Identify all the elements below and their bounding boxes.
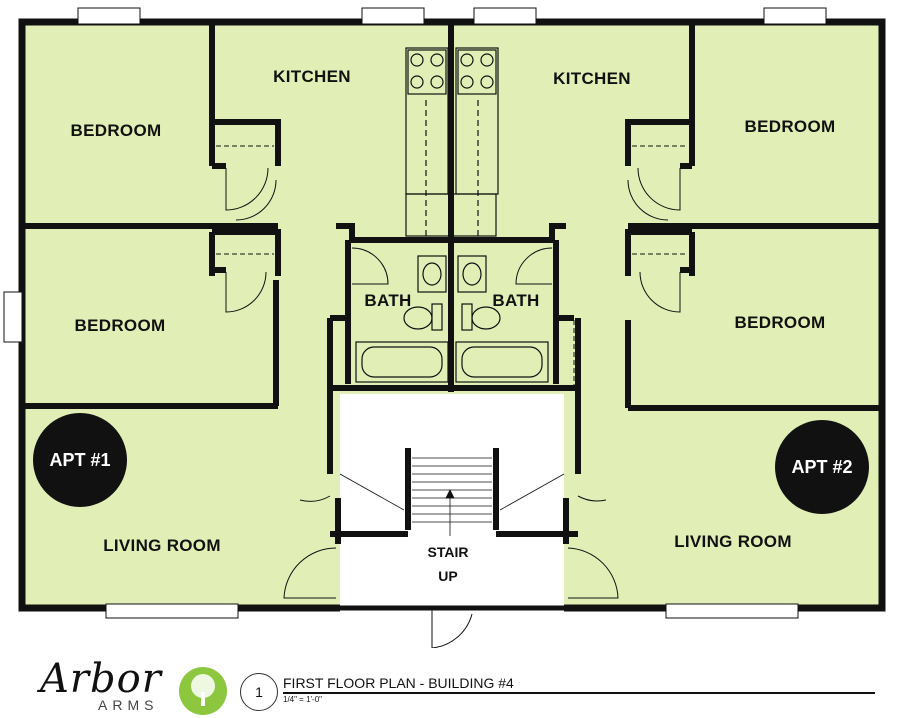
brand-logo-text: Arbor [40,656,162,702]
stoves [407,49,497,95]
doors [216,145,688,648]
sheet-number: 1 [240,673,278,711]
stair-hall [340,394,564,608]
brand-logo-subtext: ARMS [98,697,159,713]
label-living-2: LIVING ROOM [674,532,792,551]
room-labels: KITCHEN KITCHEN BEDROOM BEDROOM BEDROOM … [49,67,852,584]
label-stair-up: UP [438,568,457,584]
bath-fixtures [355,255,549,383]
label-kitchen-1: KITCHEN [273,67,351,86]
label-bath-1: BATH [364,291,411,310]
label-apt-1: APT #1 [49,450,110,470]
label-apt-2: APT #2 [791,457,852,477]
windows [3,7,827,619]
interior-walls-apt2 [625,22,882,411]
sheet-title: FIRST FLOOR PLAN - BUILDING #4 [283,675,514,691]
apt-2-badge [775,420,869,514]
tree-logo-icon [179,667,227,715]
label-living-1: LIVING ROOM [103,536,221,555]
title-rule [283,692,875,694]
apartment-badges [33,413,869,514]
floor-plan: KITCHEN KITCHEN BEDROOM BEDROOM BEDROOM … [3,7,886,648]
interior-walls-apt1 [19,22,281,608]
label-bedroom-1a: BEDROOM [71,121,162,140]
label-kitchen-2: KITCHEN [553,69,631,88]
label-bedroom-2a: BEDROOM [745,117,836,136]
label-bedroom-2b: BEDROOM [735,313,826,332]
apt-1-badge [33,413,127,507]
label-bath-2: BATH [492,291,539,310]
stair-treads [339,457,565,611]
label-bedroom-1b: BEDROOM [75,316,166,335]
kitchen-counters [405,47,499,237]
room-fills [22,22,882,608]
label-stair: STAIR [428,544,469,560]
sheet-scale: 1/4" = 1'-0" [283,695,323,704]
